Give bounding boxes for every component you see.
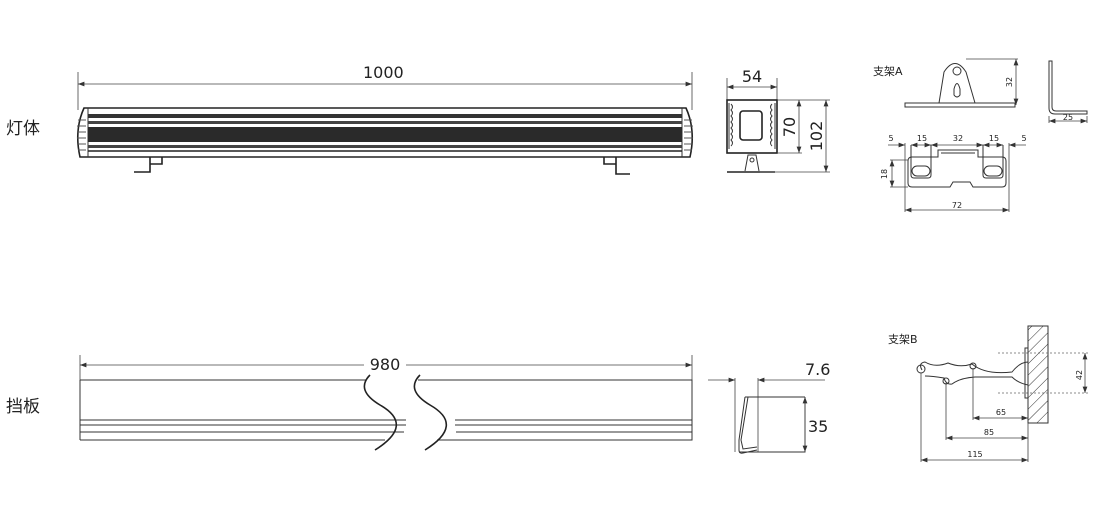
baffle-label: 挡板 — [6, 397, 40, 417]
tab-height-dimension-32: 32 — [1005, 77, 1014, 87]
length-dimension-72: 72 — [952, 201, 962, 210]
dimension-65: 65 — [996, 408, 1006, 417]
baffle-height-dimension-35: 35 — [808, 417, 828, 436]
baffle-cross-section — [708, 377, 825, 454]
top-dim-5-right: 5 — [1021, 134, 1026, 143]
bracket-a-side-view — [904, 58, 1088, 124]
baffle-front-view — [79, 355, 693, 451]
baffle-length-dimension-980: 980 — [370, 355, 401, 374]
baffle-thickness-dimension-7-6: 7.6 — [805, 360, 830, 379]
dimension-85: 85 — [984, 428, 994, 437]
width-dimension-18: 18 — [880, 169, 889, 179]
bracket-a-top-view — [888, 142, 1026, 213]
total-height-dimension-102: 102 — [807, 121, 826, 152]
hole-spacing-dimension-42: 42 — [1075, 370, 1084, 380]
side-depth-dimension-25: 25 — [1063, 113, 1073, 122]
dimension-115: 115 — [967, 450, 982, 459]
length-dimension-1000: 1000 — [363, 63, 404, 82]
top-dim-15-left: 15 — [917, 134, 927, 143]
lamp-body-label: 灯体 — [6, 119, 40, 139]
end-width-dimension-54: 54 — [742, 67, 762, 86]
lamp-body-end-view — [726, 78, 830, 173]
top-dim-5-left: 5 — [888, 134, 893, 143]
lamp-body-front-view — [76, 72, 694, 175]
bracket-b-label: 支架B — [888, 333, 918, 346]
top-dim-15-right: 15 — [989, 134, 999, 143]
body-height-dimension-70: 70 — [780, 117, 799, 137]
bracket-a-label: 支架A — [873, 65, 903, 78]
bracket-b-side-view — [916, 325, 1088, 463]
top-dim-32: 32 — [953, 134, 963, 143]
